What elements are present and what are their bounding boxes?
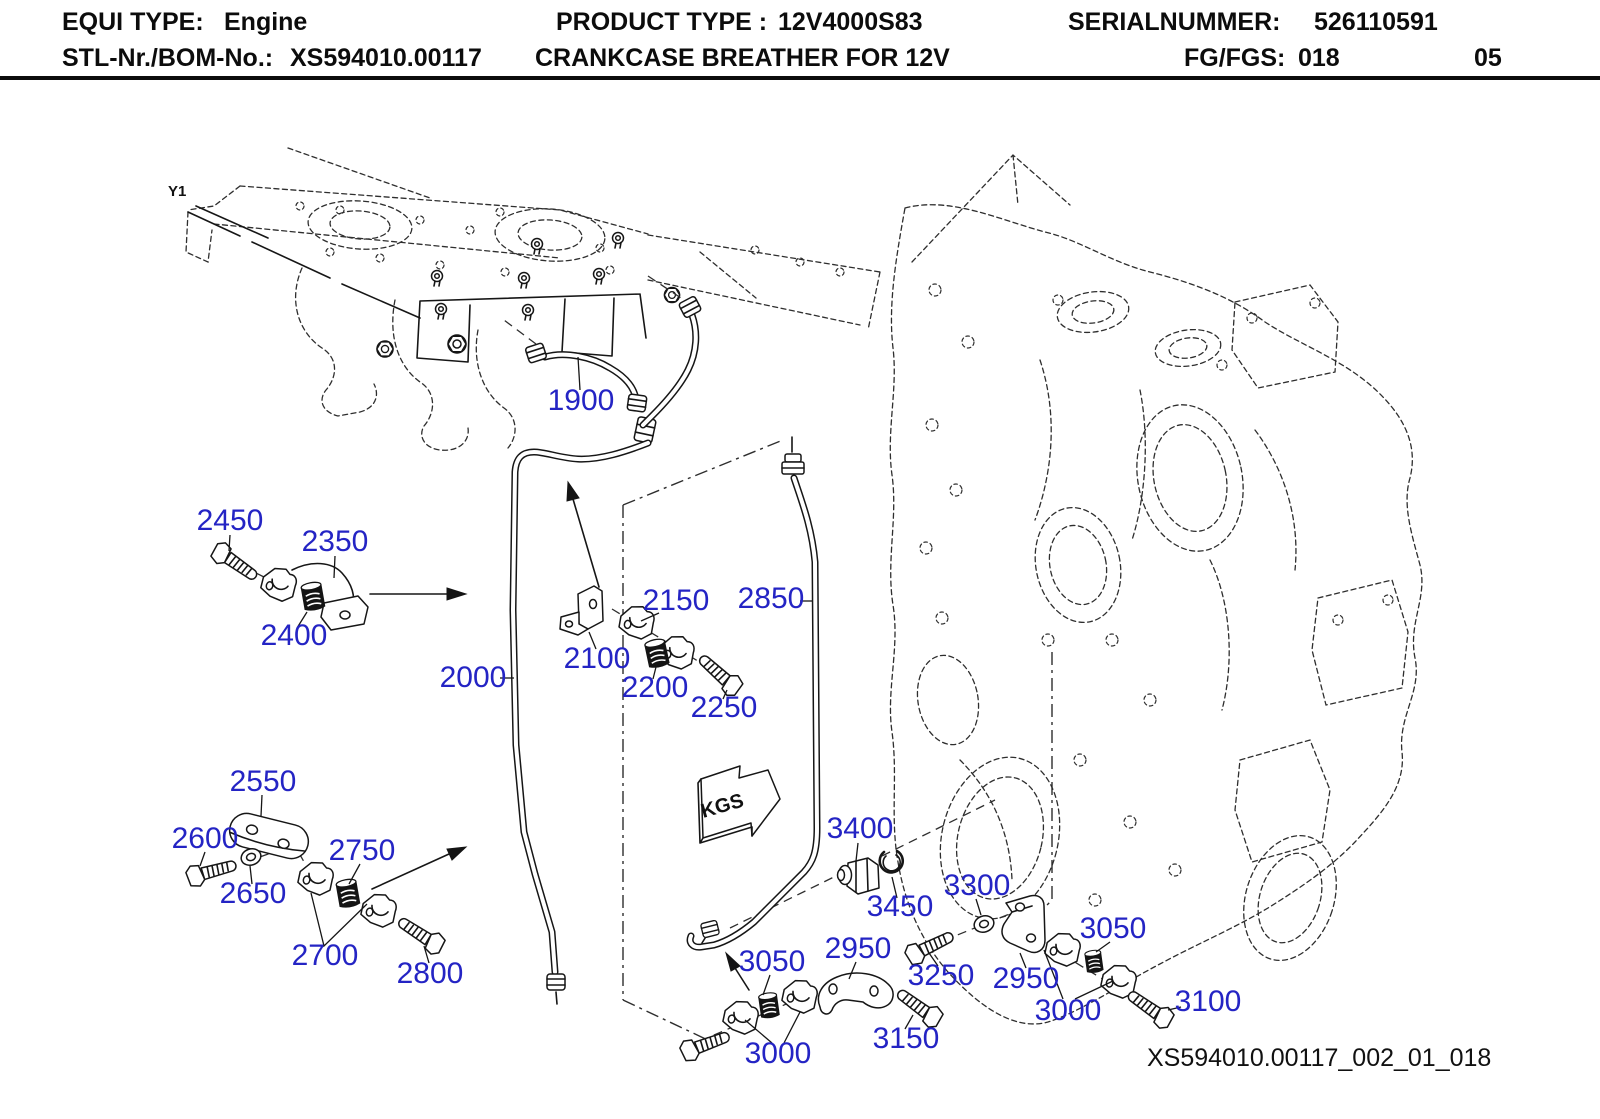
pipe-1900 xyxy=(524,341,657,444)
view-marker: Y1 xyxy=(168,183,186,200)
equi-type-value: Engine xyxy=(224,8,308,36)
clamp-cluster-3000-right xyxy=(901,894,1178,1033)
callout-2650: 2650 xyxy=(220,877,287,910)
callout-3300: 3300 xyxy=(944,869,1011,902)
callout-2950-right: 2950 xyxy=(993,962,1060,995)
clamp-cluster-3000-left xyxy=(677,972,947,1065)
callout-2700: 2700 xyxy=(292,939,359,972)
engine-top-section: Y1 xyxy=(168,147,881,451)
clamp-cluster-2350 xyxy=(207,538,369,631)
kgs-flow-arrow: KGS xyxy=(697,765,781,844)
callout-2800: 2800 xyxy=(397,957,464,990)
equi-type-label: EQUI TYPE: xyxy=(62,8,204,36)
product-type-label: PRODUCT TYPE : xyxy=(556,8,768,36)
pipe-2850 xyxy=(686,436,821,951)
callout-leader-lines xyxy=(199,356,1182,1044)
callout-2250: 2250 xyxy=(691,691,758,724)
part-callouts: 1900 2000 2100 2150 2200 2250 2350 2400 … xyxy=(172,384,1242,1070)
serial-number-label: SERIALNUMMER: xyxy=(1068,8,1281,36)
callout-3150: 3150 xyxy=(873,1022,940,1055)
pipe-2000 xyxy=(509,294,703,1005)
callout-3450: 3450 xyxy=(867,890,934,923)
callout-2950-left: 2950 xyxy=(825,932,892,965)
callout-2150: 2150 xyxy=(643,584,710,617)
callout-2850: 2850 xyxy=(738,582,805,615)
fg-fgs-label: FG/FGS: xyxy=(1184,44,1286,72)
callout-2600: 2600 xyxy=(172,822,239,855)
bom-number-label: STL-Nr./BOM-No.: xyxy=(62,44,274,72)
callout-3050-right: 3050 xyxy=(1080,912,1147,945)
callout-2200: 2200 xyxy=(622,671,689,704)
callout-3400: 3400 xyxy=(827,812,894,845)
callout-3050-left: 3050 xyxy=(739,945,806,978)
assembly-title: CRANKCASE BREATHER FOR 12V xyxy=(535,44,950,72)
callout-3100: 3100 xyxy=(1175,985,1242,1018)
serial-number-value: 526110591 xyxy=(1314,8,1438,36)
callout-1900: 1900 xyxy=(548,384,615,417)
drawing-number: XS594010.00117_002_01_018 xyxy=(1147,1044,1491,1072)
mount-direction-arrows xyxy=(369,480,750,991)
callout-2350: 2350 xyxy=(302,525,369,558)
callout-2100: 2100 xyxy=(564,642,631,675)
fg-fgs-value: 018 xyxy=(1298,44,1340,72)
callout-3000-left: 3000 xyxy=(745,1037,812,1070)
header-divider xyxy=(0,76,1600,80)
callout-2750: 2750 xyxy=(329,834,396,867)
callout-2550: 2550 xyxy=(230,765,297,798)
clamp-cluster-2700 xyxy=(183,812,449,958)
clamp-cluster-2150 xyxy=(559,585,747,700)
engine-casting-section xyxy=(889,154,1423,1025)
fitting-cluster-3400 xyxy=(836,849,904,895)
product-type-value: 12V4000S83 xyxy=(778,8,923,36)
callout-2450: 2450 xyxy=(197,504,264,537)
bom-number-value: XS594010.00117 xyxy=(290,44,482,72)
callout-2000: 2000 xyxy=(440,661,507,694)
callout-3000-right: 3000 xyxy=(1035,994,1102,1027)
callout-3250: 3250 xyxy=(908,959,975,992)
callout-2400: 2400 xyxy=(261,619,328,652)
sheet-number: 05 xyxy=(1474,44,1502,72)
